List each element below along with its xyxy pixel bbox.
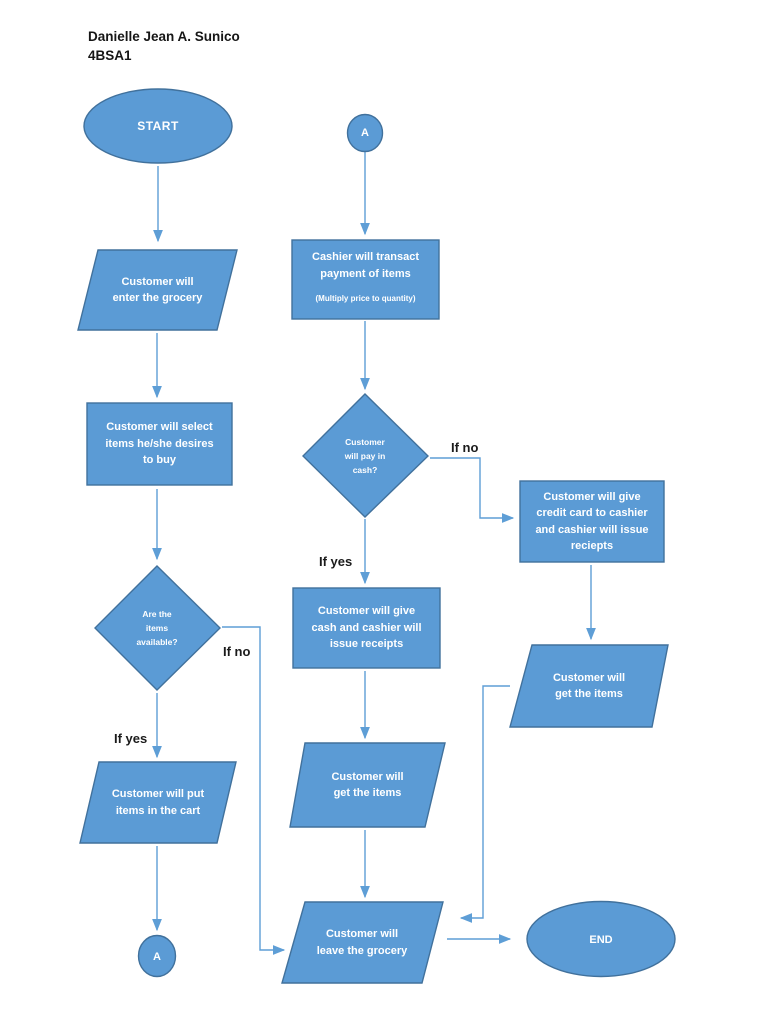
enter-grocery-shape [77, 249, 238, 331]
give-cash-shape [292, 587, 441, 669]
edge-paycash-no-to-creditcard [430, 457, 515, 523]
edge-getitems-right-to-leave [459, 685, 510, 923]
leave-grocery-shape [281, 901, 444, 984]
items-available-diamond-shape [94, 565, 221, 691]
get-items-mid-shape [289, 742, 446, 828]
connector-a-top-shape [346, 113, 384, 153]
get-items-right-shape [509, 644, 669, 728]
start-terminator-shape [83, 88, 233, 164]
put-items-in-cart-shape [79, 761, 237, 844]
connector-a-bottom-shape [137, 934, 177, 978]
pay-yes-edge-label: If yes [319, 554, 353, 569]
edge-available-no-to-leave [222, 626, 286, 955]
give-credit-card-shape [519, 480, 665, 563]
end-terminator-shape [526, 900, 676, 978]
select-items-shape [86, 402, 233, 486]
author-name: Danielle Jean A. Sunico 4BSA1 [88, 29, 240, 63]
available-no-edge-label: If no [223, 644, 251, 659]
transact-payment-shape [291, 239, 440, 320]
pay-no-edge-label: If no [451, 440, 479, 455]
available-yes-edge-label: If yes [114, 731, 148, 746]
pay-in-cash-diamond-shape [302, 393, 430, 518]
